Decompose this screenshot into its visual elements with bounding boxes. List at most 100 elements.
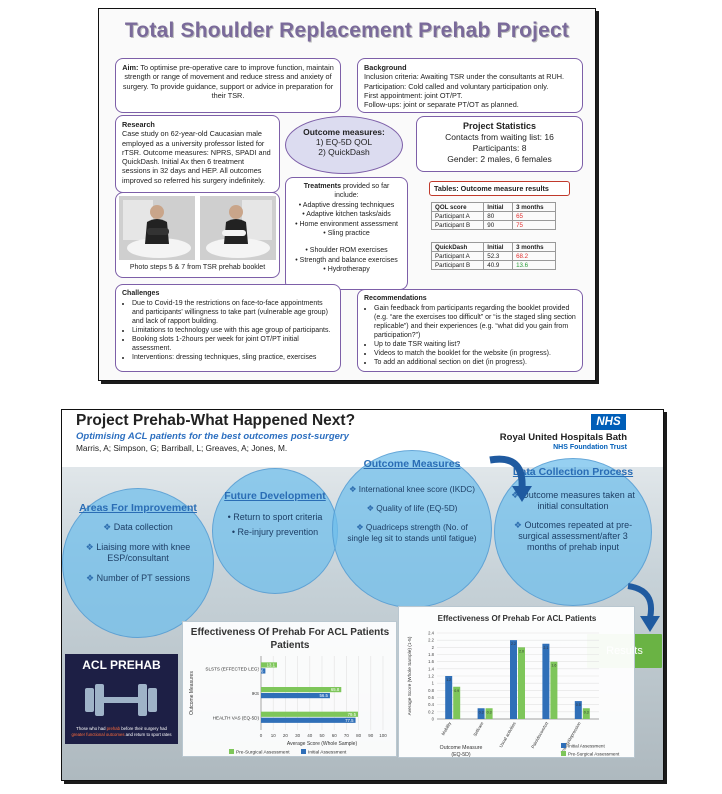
poster2-header	[62, 410, 663, 467]
category-label: Mobility	[440, 720, 452, 736]
future-item: Re-injury prevention	[237, 527, 319, 537]
person-sling-icon	[200, 196, 276, 260]
acl-prehab-poster: Project Prehab-What Happened Next? Optim…	[61, 409, 664, 781]
areas-heading: Areas For Improvement	[79, 502, 197, 514]
background-line: First appointment: joint OT/PT.	[364, 90, 463, 100]
treatments-heading-rest: provided so far include:	[334, 183, 390, 200]
tables-heading: Tables: Outcome measure results	[429, 181, 570, 196]
treatment-item: • Shoulder ROM exercises	[305, 247, 388, 255]
photo-box: Photo steps 5 & 7 from TSR prehab bookle…	[115, 192, 280, 278]
diamond-bullet-icon: ❖	[349, 484, 357, 494]
bar	[550, 661, 558, 719]
bar	[261, 717, 356, 723]
data-label: 3.6	[257, 669, 264, 674]
statistics-line: Gender: 2 males, 6 females	[447, 154, 552, 164]
background-heading: Background	[364, 63, 407, 72]
tick-label: 80	[356, 733, 362, 738]
background-line: Inclusion criteria: Awaiting TSR under t…	[364, 72, 565, 82]
trust-name: NHS Foundation Trust	[553, 444, 627, 451]
treatment-item: • Adaptive kitchen tasks/aids	[302, 211, 391, 219]
future-development-circle: Future Development • Return to sport cri…	[212, 468, 338, 594]
diamond-bullet-icon: ❖	[511, 490, 520, 500]
chart-title-line-2: Patients	[271, 640, 310, 651]
tick-label: 0.6	[428, 695, 434, 700]
legend-label: Pre-Surgical Assessment	[236, 750, 290, 756]
recommendations-box: Recommendations Gain feedback from parti…	[357, 289, 583, 372]
list-item: Limitations to technology use with this …	[132, 326, 334, 335]
horizontal-bar-chart-card: Effectiveness Of Prehab For ACL Patients…	[182, 621, 397, 757]
data-label: 79.5	[348, 712, 357, 717]
bar	[453, 686, 461, 719]
data-label: 56.5	[320, 693, 329, 698]
category-label: HEALTH VAS (EQ-5D)	[213, 716, 260, 721]
collection-item: Outcomes repeated at pre-surgical assess…	[518, 520, 633, 552]
tick-label: 0.4	[428, 702, 434, 707]
tick-label: 10	[271, 733, 277, 738]
list-item: Up to date TSR waiting list?	[374, 340, 576, 349]
bar	[261, 711, 358, 717]
data-label: 2.0	[519, 649, 524, 653]
category-label: Pain/discomfort	[530, 720, 550, 749]
areas-item: Number of PT sessions	[96, 573, 190, 583]
x-axis-label-unit: (EQ-5D)	[451, 752, 471, 758]
future-heading: Future Development	[224, 490, 326, 502]
poster2-authors: Marris, A; Simpson, G; Barriball, L; Gre…	[76, 443, 288, 453]
project-statistics-box: Project Statistics Contacts from waiting…	[416, 116, 583, 172]
curved-arrow-icon	[489, 455, 532, 502]
tick-label: 100	[379, 733, 387, 738]
diamond-bullet-icon: ❖	[103, 522, 112, 532]
treatment-item: • Sling practice	[323, 230, 370, 238]
list-item: Videos to match the booklet for the webs…	[374, 349, 576, 358]
outcome2-item: International knee score (IKDC)	[358, 484, 475, 494]
tick-label: 2.4	[428, 631, 434, 636]
outcome2-heading: Outcome Measures	[363, 458, 461, 470]
bar	[261, 668, 266, 674]
outcome-tables: Tables: Outcome measure results QOL scor…	[416, 176, 583, 281]
bar	[510, 640, 517, 719]
diamond-bullet-icon: ❖	[86, 573, 95, 583]
tick-label: 60	[332, 733, 338, 738]
poster1-title: Total Shoulder Replacement Prehab Projec…	[124, 19, 570, 42]
collection-heading: Data Collection Process	[512, 466, 634, 478]
bar	[582, 708, 590, 719]
treatment-item: • Hydrotherapy	[323, 266, 370, 274]
outcome-measures-oval: Outcome measures: 1) EQ-5D QOL 2) QuickD…	[285, 116, 403, 174]
category-label: IKS	[252, 691, 259, 696]
bar	[574, 701, 582, 719]
bar	[445, 676, 453, 719]
tick-label: 1.2	[428, 674, 434, 679]
legend-label: Initial Assessment	[568, 744, 605, 749]
diamond-bullet-icon: ❖	[513, 520, 522, 530]
tsr-prehab-poster: Total Shoulder Replacement Prehab Projec…	[98, 8, 596, 381]
tick-label: 0.2	[428, 709, 434, 714]
category-label: Usual activities	[498, 721, 517, 748]
collection-item: Outcome measures taken at initial consul…	[521, 490, 635, 511]
tick-label: 2	[432, 645, 435, 650]
outcome-item: 1) EQ-5D QOL	[315, 137, 373, 147]
tick-label: 1.6	[428, 659, 434, 664]
data-label: 13.1	[267, 663, 276, 668]
nhs-logo: NHS	[591, 414, 626, 430]
treatment-spacer	[292, 238, 401, 246]
list-item: Due to Covid-19 the restrictions on face…	[132, 299, 334, 326]
data-label: 0.9	[454, 689, 459, 693]
challenges-heading: Challenges	[122, 290, 160, 297]
data-label: 0.3	[584, 710, 589, 714]
curved-arrow-icon	[627, 583, 660, 632]
tick-label: 0	[432, 717, 435, 722]
areas-item: Data collection	[113, 522, 173, 532]
tick-label: 50	[319, 733, 325, 738]
legend-swatch	[301, 749, 306, 754]
category-label: SLSTS (EFFECTED LEG)	[205, 666, 259, 671]
chart-title: Effectiveness Of Prehab For ACL Patients	[191, 627, 390, 638]
challenges-box: Challenges Due to Covid-19 the restricti…	[115, 284, 341, 372]
data-label: 65.8	[331, 687, 340, 692]
vertical-bar-chart-card: Effectiveness Of Prehab For ACL Patients…	[398, 606, 635, 758]
recommendations-heading: Recommendations	[364, 295, 427, 302]
future-item: Return to sport criteria	[233, 512, 323, 522]
research-box: Research Case study on 62-year-old Cauca…	[115, 115, 280, 193]
data-label: 0.5	[576, 703, 581, 707]
